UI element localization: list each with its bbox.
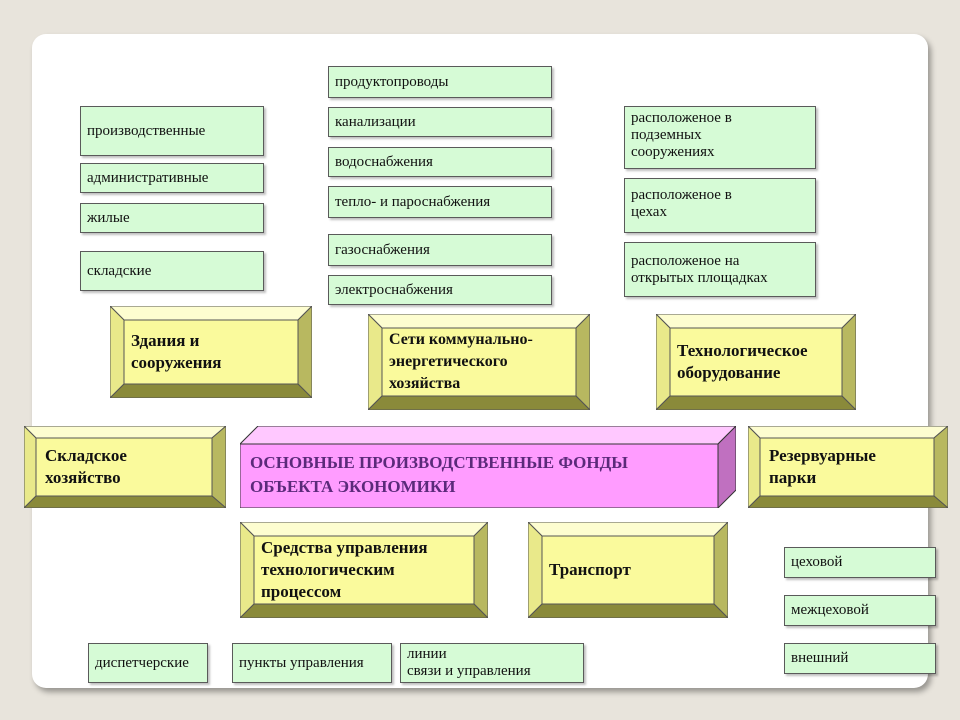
block-networks-label: Сети коммунально- энергетического хозяйс… — [389, 331, 533, 392]
block-warehouse-bevel — [24, 426, 226, 508]
block-transport: Транспорт — [528, 522, 728, 618]
block-control: Средства управления технологическим проц… — [240, 522, 488, 618]
block-warehouse-label: Складское хозяйство — [45, 446, 127, 487]
label-dispatch-rooms: диспетчерские — [88, 643, 208, 683]
label-workshop-equipment: расположеное в цехах — [624, 178, 816, 233]
block-transport-bevel — [528, 522, 728, 618]
block-buildings-label: Здания и сооружения — [131, 331, 222, 372]
label-underground-equipment: расположеное в подземных сооружениях — [624, 106, 816, 169]
label-storage-buildings: складские — [80, 251, 264, 291]
label-administrative-buildings: административные — [80, 163, 264, 193]
block-reservoir-label: Резервуарные парки — [769, 446, 876, 487]
label-pipelines: продуктопроводы — [328, 66, 552, 98]
label-outdoor-equipment: расположеное на открытых площадках — [624, 242, 816, 297]
block-reservoir-bevel — [748, 426, 948, 508]
block-equipment: Технологическое оборудование — [656, 314, 856, 410]
label-water-supply: водоснабжения — [328, 147, 552, 177]
central-block-shape — [240, 426, 736, 508]
block-buildings: Здания и сооружения — [110, 306, 312, 398]
label-external-transport: внешний — [784, 643, 936, 674]
label-communication-lines: линии связи и управления — [400, 643, 584, 683]
label-sewerage: канализации — [328, 107, 552, 137]
block-networks-bevel — [368, 314, 590, 410]
label-shop-transport: цеховой — [784, 547, 936, 578]
label-power-supply: электроснабжения — [328, 275, 552, 305]
label-heat-steam-supply: тепло- и пароснабжения — [328, 186, 552, 218]
block-warehouse: Складское хозяйство — [24, 426, 226, 508]
label-residential-buildings: жилые — [80, 203, 264, 233]
block-buildings-bevel — [110, 306, 312, 398]
label-gas-supply: газоснабжения — [328, 234, 552, 266]
central-block-label: ОСНОВНЫЕ ПРОИЗВОДСТВЕННЫЕ ФОНДЫ ОБЪЕКТА … — [250, 453, 629, 496]
block-networks: Сети коммунально- энергетического хозяйс… — [368, 314, 590, 410]
block-control-label: Средства управления технологическим проц… — [261, 538, 428, 601]
label-control-points: пункты управления — [232, 643, 392, 683]
central-block: ОСНОВНЫЕ ПРОИЗВОДСТВЕННЫЕ ФОНДЫ ОБЪЕКТА … — [240, 426, 736, 508]
block-equipment-bevel — [656, 314, 856, 410]
block-equipment-label: Технологическое оборудование — [677, 341, 808, 382]
block-transport-label: Транспорт — [549, 560, 631, 579]
block-control-bevel — [240, 522, 488, 618]
label-intershop-transport: межцеховой — [784, 595, 936, 626]
block-reservoir: Резервуарные парки — [748, 426, 948, 508]
label-production-buildings: производственные — [80, 106, 264, 156]
